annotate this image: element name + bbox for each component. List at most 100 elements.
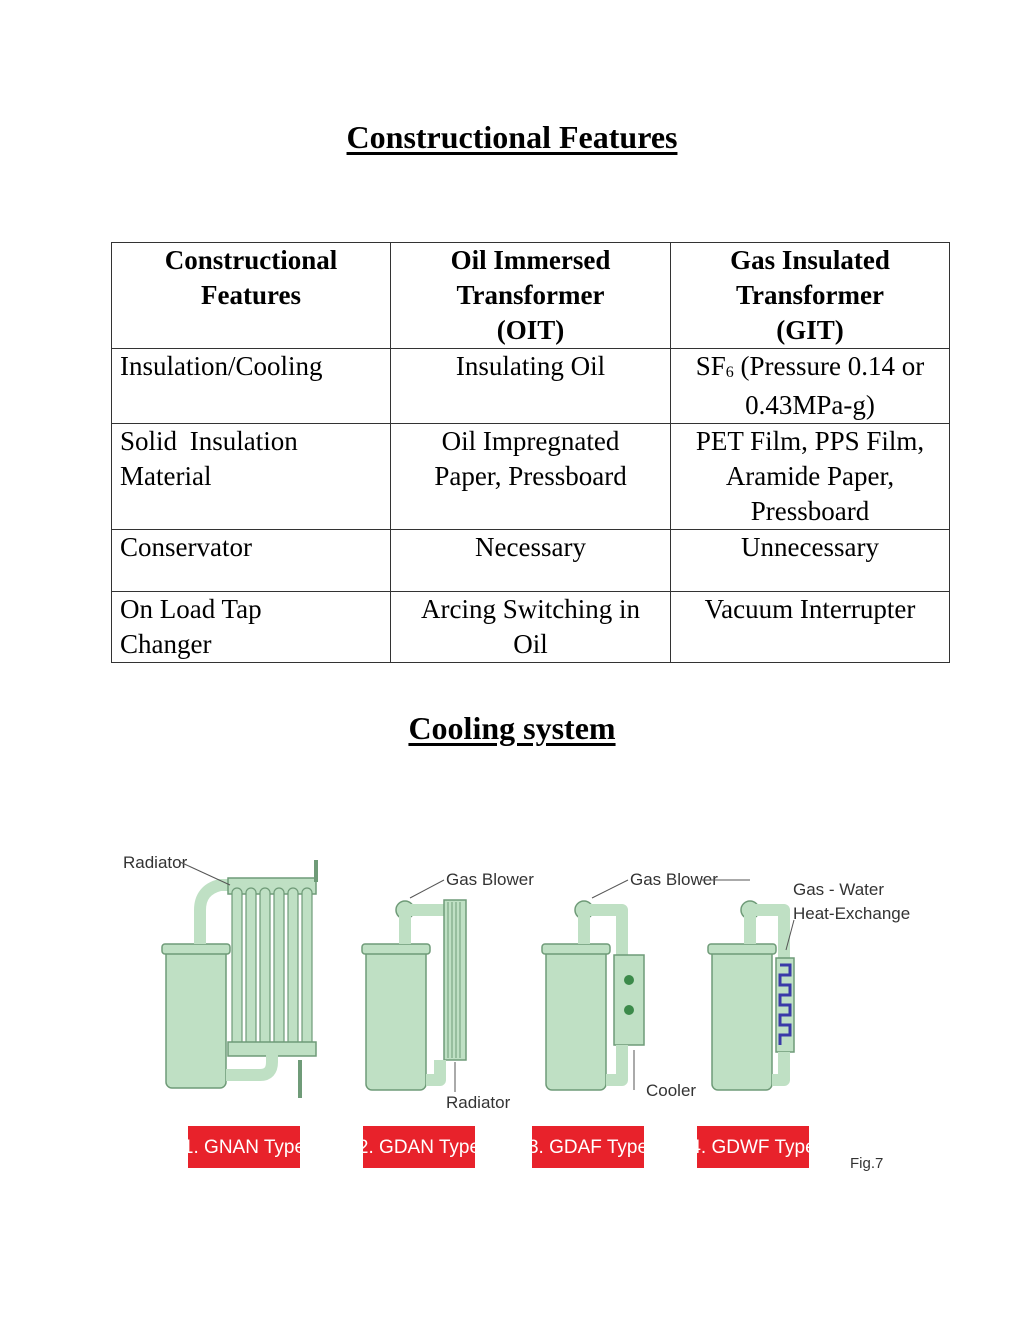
type-labels: 1. GNAN Type 2. GDAN Type 3. GDAF Type 4…	[183, 1126, 883, 1172]
header-line: Transformer	[456, 280, 605, 310]
header-git: Gas Insulated Transformer (GIT)	[670, 242, 950, 349]
heat-exchanger-coil	[778, 963, 792, 1045]
type-label-gdan: 2. GDAN Type	[358, 1137, 480, 1158]
table-row: Solid Insulation Material Oil Impregnate…	[111, 423, 950, 530]
header-line: (GIT)	[776, 315, 844, 345]
cell-line: Material	[120, 461, 212, 491]
bottom-pipe	[772, 1052, 790, 1086]
cell-line: Vacuum Interrupter	[704, 594, 916, 624]
gnan-unit: Radiator	[123, 853, 318, 1098]
top-pipe	[399, 904, 448, 944]
type-label-box	[532, 1126, 644, 1168]
cell-feature: Conservator	[111, 529, 391, 592]
leader-line	[785, 919, 795, 951]
cell-line: Solid Insulation	[120, 426, 298, 456]
top-pipe	[578, 904, 628, 960]
bottom-pipe	[426, 1060, 446, 1086]
tank-cap	[361, 943, 431, 955]
cell-line: Aramide Paper,	[725, 461, 895, 491]
type-label-box	[697, 1126, 809, 1168]
table-row: Conservator Necessary Unnecessary	[111, 529, 950, 592]
header-line: Transformer	[736, 280, 884, 310]
cell-line: On Load Tap	[120, 594, 262, 624]
cell-oit: Necessary	[390, 529, 671, 592]
cooling-system-diagram: Radiator Gas Blower Radiator Gas Blower	[123, 853, 910, 1172]
cell-line: 0.43MPa-g)	[745, 390, 875, 420]
table-row: On Load Tap Changer Arcing Switching in …	[111, 591, 950, 663]
label-gas-blower: Gas Blower	[446, 870, 534, 889]
tank-cap	[541, 943, 611, 955]
bottom-pipe	[226, 1050, 278, 1081]
section-title-cooling-system: Cooling system	[408, 710, 616, 746]
cell-line: Unnecessary	[741, 532, 879, 562]
header-line: Constructional	[164, 245, 338, 275]
figure-number: Fig.7	[850, 1155, 883, 1172]
subscript-six: 6	[725, 364, 734, 381]
tank	[365, 947, 427, 1091]
cell-oit: Arcing Switching in Oil	[390, 591, 671, 663]
cell-line: Insulating Oil	[455, 351, 606, 381]
type-label-gnan: 1. GNAN Type	[183, 1137, 305, 1158]
top-pipe	[744, 904, 790, 960]
cell-line: Changer	[120, 629, 212, 659]
header-oit: Oil Immersed Transformer (OIT)	[390, 242, 671, 349]
cell-git: SF6 (Pressure 0.14 or 0.43MPa-g)	[670, 348, 950, 424]
sf-text: SF	[695, 351, 726, 381]
cooler-fan	[624, 975, 634, 985]
cell-git: PET Film, PPS Film, Aramide Paper, Press…	[670, 423, 950, 530]
cooler-fan	[624, 1005, 634, 1015]
cell-line: Insulation/Cooling	[120, 351, 323, 381]
radiator-fins	[231, 887, 313, 1049]
type-label-box	[363, 1126, 475, 1168]
cell-oit: Insulating Oil	[390, 348, 671, 424]
tank	[545, 947, 607, 1091]
cell-line: Arcing Switching in	[421, 594, 640, 624]
tank-cap	[707, 943, 777, 955]
leader-line	[409, 879, 445, 899]
gdaf-unit: Gas Blower Cooler	[541, 870, 750, 1100]
label-radiator-2: Radiator	[446, 1093, 511, 1112]
cell-git: Unnecessary	[670, 529, 950, 592]
cell-oit: Oil Impregnated Paper, Pressboard	[390, 423, 671, 530]
header-line: Features	[201, 280, 301, 310]
tank-cap	[161, 943, 231, 955]
leader-line	[591, 879, 629, 899]
type-label-gdwf: 4. GDWF Type	[690, 1137, 815, 1158]
table-row: Insulation/Cooling Insulating Oil SF6 (P…	[111, 348, 950, 424]
header-line: Oil Immersed	[450, 245, 611, 275]
gdan-unit: Gas Blower Radiator	[361, 870, 534, 1112]
pressure-text: (Pressure 0.14 or	[733, 351, 925, 381]
label-heat-exchanger-1: Gas - Water	[793, 880, 884, 899]
radiator-plates	[443, 899, 467, 1061]
cell-line: Pressboard	[750, 496, 870, 526]
cell-line: Paper, Pressboard	[434, 461, 627, 491]
type-label-box	[188, 1126, 300, 1168]
header-constructional-features: Constructional Features	[111, 242, 391, 349]
cell-line: Oil Impregnated	[441, 426, 620, 456]
cell-line: PET Film, PPS Film,	[695, 426, 925, 456]
features-table: Constructional Features Oil Immersed Tra…	[111, 242, 950, 663]
label-radiator: Radiator	[123, 853, 188, 872]
label-cooler: Cooler	[646, 1081, 696, 1100]
leader-line	[179, 861, 231, 886]
cell-line: SF6 (Pressure 0.14 or	[679, 349, 941, 388]
cell-git: Vacuum Interrupter	[670, 591, 950, 663]
header-line: (OIT)	[496, 315, 565, 345]
type-label-gdaf: 3. GDAF Type	[528, 1137, 648, 1158]
label-heat-exchanger-2: Heat-Exchanger	[793, 904, 910, 923]
cell-line: Conservator	[120, 532, 252, 562]
table-header-row: Constructional Features Oil Immersed Tra…	[111, 242, 950, 349]
bottom-pipe	[606, 1045, 628, 1086]
cell-line: Necessary	[475, 532, 586, 562]
tank	[711, 947, 773, 1091]
cell-feature: Solid Insulation Material	[111, 423, 391, 530]
gdwf-unit: Gas - Water Heat-Exchanger	[707, 880, 910, 1091]
section-title-constructional-features: Constructional Features	[346, 119, 678, 155]
cell-feature: On Load Tap Changer	[111, 591, 391, 663]
label-gas-blower-3: Gas Blower	[630, 870, 718, 889]
cell-feature: Insulation/Cooling	[111, 348, 391, 424]
top-pipe	[194, 879, 310, 944]
header-line: Gas Insulated	[730, 245, 890, 275]
cooler-box	[613, 954, 645, 1046]
tank	[165, 947, 227, 1089]
